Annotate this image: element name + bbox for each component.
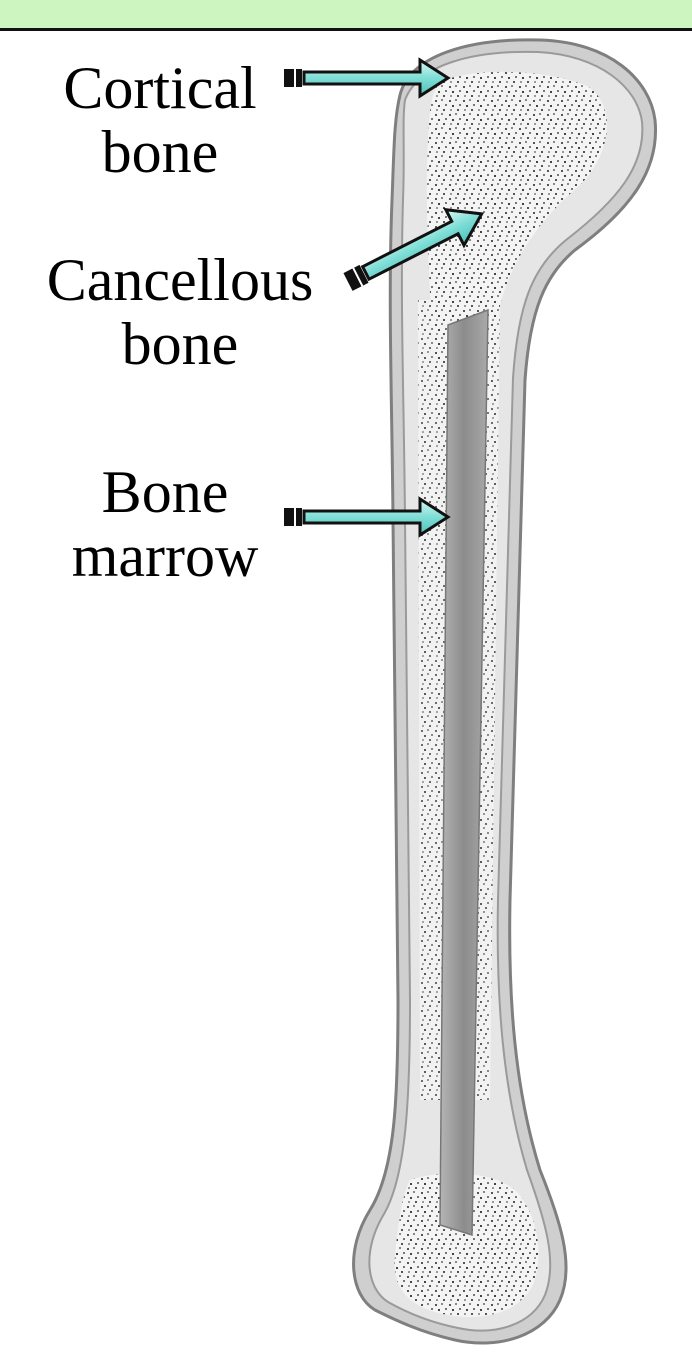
cancellous-bone-label-line1: Cancellous: [15, 248, 345, 312]
bone-marrow-label-line2: marrow: [45, 524, 285, 588]
cortical-bone-label: Cortical bone: [40, 56, 280, 184]
cancellous-bone-label: Cancellous bone: [15, 248, 345, 376]
cortical-bone-label-line1: Cortical: [40, 56, 280, 120]
cortical-arrow-icon: [284, 60, 448, 96]
bone-marrow-label-line1: Bone: [45, 460, 285, 524]
bone-marrow-label: Bone marrow: [45, 460, 285, 588]
cortical-bone-label-line2: bone: [40, 120, 280, 184]
marrow-arrow-icon: [284, 499, 448, 535]
cancellous-bone-label-line2: bone: [15, 312, 345, 376]
